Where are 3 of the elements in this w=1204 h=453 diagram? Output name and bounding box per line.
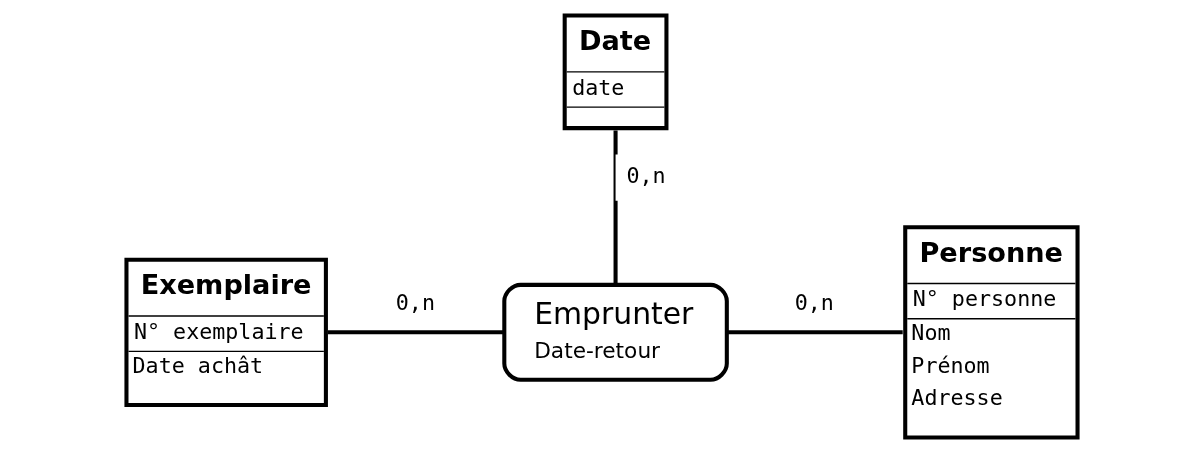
edge-label: 0,n <box>626 162 666 188</box>
edge-label: 0,n <box>395 290 435 316</box>
edge-label: 0,n <box>794 290 834 316</box>
